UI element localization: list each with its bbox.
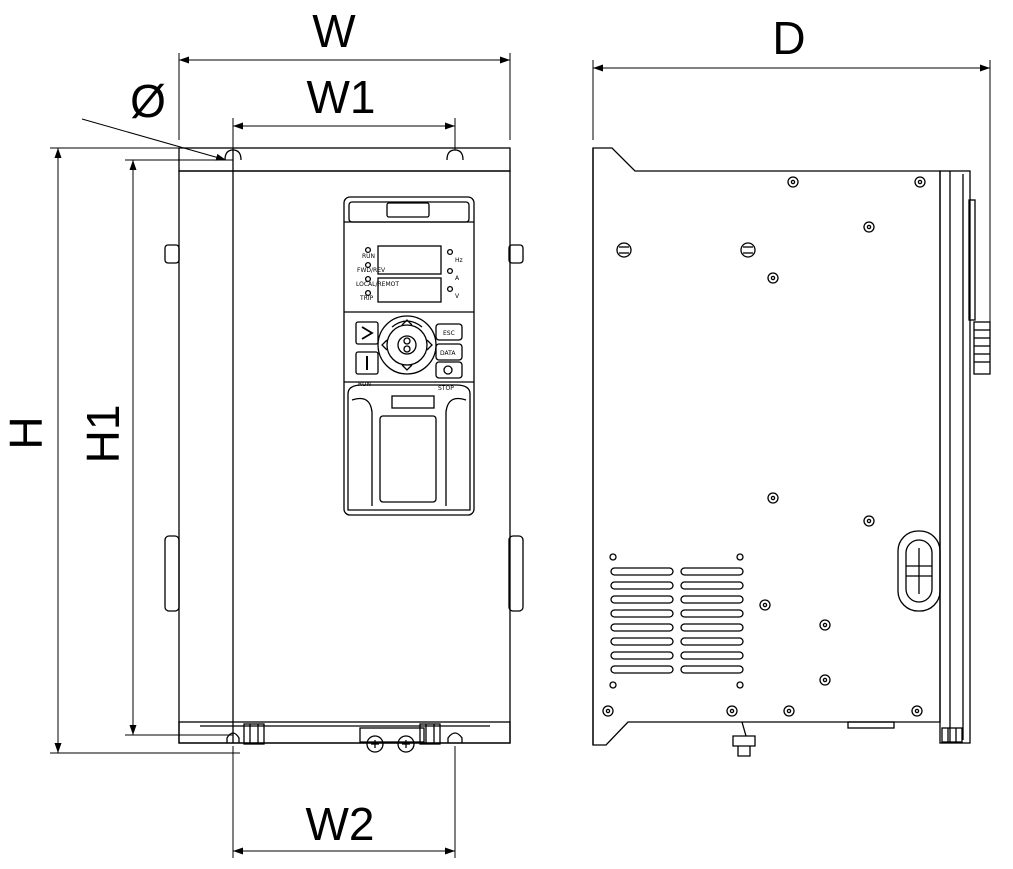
label-hole-diameter: Ø bbox=[130, 75, 166, 127]
label-w1: W1 bbox=[307, 71, 376, 123]
unit-label-v: V bbox=[455, 293, 460, 300]
label-w: W bbox=[312, 5, 356, 57]
data-button bbox=[435, 343, 463, 361]
bottom-mounting-hole-right bbox=[447, 732, 463, 743]
cable-gland bbox=[897, 530, 941, 612]
led-label-trip: TRIP bbox=[359, 295, 374, 302]
data-label: DATA bbox=[440, 350, 456, 357]
keypad bbox=[343, 196, 475, 516]
stop-button bbox=[435, 361, 463, 379]
label-h1: H1 bbox=[77, 405, 129, 464]
led-label-fwd-rev: FWD/REV bbox=[357, 267, 386, 274]
nameplate-window bbox=[379, 415, 437, 503]
front-view bbox=[164, 147, 524, 753]
led-label-local: LOCAL/REMOT bbox=[356, 281, 399, 288]
led-display-upper bbox=[377, 245, 442, 275]
unit-label-hz: Hz bbox=[455, 257, 463, 264]
esc-label: ESC bbox=[443, 330, 455, 337]
ground-screw-right bbox=[397, 735, 415, 753]
label-h: H bbox=[0, 416, 52, 449]
unit-label-a: A bbox=[455, 275, 460, 282]
keypad-knob bbox=[973, 321, 991, 375]
esc-button bbox=[435, 323, 463, 341]
dimension-lines bbox=[50, 53, 991, 858]
ground-screw-left bbox=[366, 735, 384, 753]
dim-hole-leader bbox=[81, 118, 227, 161]
enter-button bbox=[397, 335, 417, 355]
stop-label: STOP bbox=[438, 385, 454, 392]
run-label: RUN bbox=[358, 381, 371, 388]
label-d: D bbox=[772, 12, 805, 64]
led-display-lower bbox=[377, 277, 442, 303]
shift-button bbox=[355, 321, 379, 345]
bottom-mounting-hole-left bbox=[226, 732, 240, 743]
ventilation-slots bbox=[609, 553, 744, 689]
run-button bbox=[355, 351, 379, 375]
label-w2: W2 bbox=[306, 798, 375, 850]
side-screws bbox=[602, 176, 926, 717]
side-enclosure bbox=[592, 147, 941, 746]
top-mounting-hole-right bbox=[446, 149, 464, 161]
led-label-run: RUN bbox=[362, 253, 375, 260]
side-ground-screw bbox=[732, 721, 756, 757]
side-view bbox=[592, 147, 991, 757]
